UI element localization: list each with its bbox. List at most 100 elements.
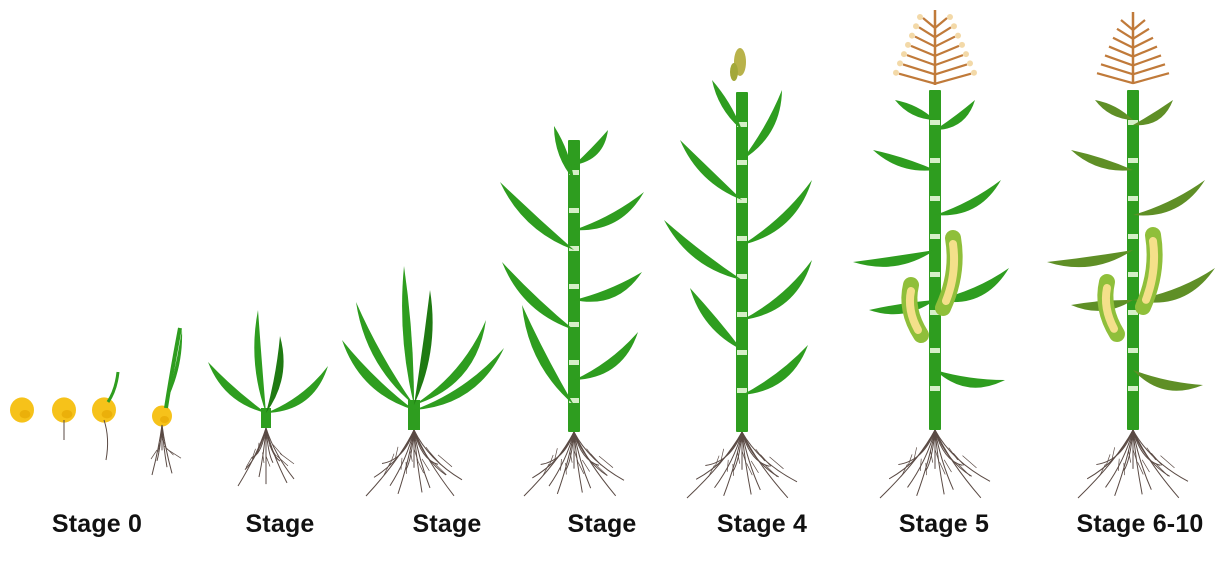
root-hair <box>1118 459 1119 471</box>
pollen <box>955 33 961 39</box>
seed-germination-icon <box>10 328 182 475</box>
stage-label-6: Stage 6-10 <box>1076 510 1203 539</box>
leaf <box>522 305 574 405</box>
seed-shadow <box>62 410 73 418</box>
leaf <box>574 272 642 302</box>
root-hair <box>595 464 607 476</box>
leaf <box>690 288 742 350</box>
stage-label-4: Stage 4 <box>717 510 807 539</box>
tassel-branch <box>1133 64 1165 74</box>
seed-shadow <box>20 410 31 418</box>
stem-node <box>737 198 747 203</box>
leaf <box>574 332 638 380</box>
stem-node <box>930 196 940 201</box>
tassel-branch <box>1117 29 1133 39</box>
stem-node <box>930 158 940 163</box>
root <box>104 420 108 460</box>
tassel-branch <box>1133 47 1157 57</box>
pollen <box>951 23 957 29</box>
stem-node <box>1128 272 1138 277</box>
pollen <box>959 42 965 48</box>
stem-node <box>737 160 747 165</box>
root-hair <box>167 449 181 458</box>
mature-plant-icon <box>1047 12 1215 498</box>
seed <box>10 397 34 422</box>
leaf <box>1133 180 1205 216</box>
tassel-branch <box>1097 73 1133 83</box>
leaf <box>742 260 812 320</box>
flowering-plant-icon <box>853 10 1009 498</box>
leaf <box>935 180 1001 215</box>
stem <box>736 92 748 432</box>
stem-node <box>737 388 747 393</box>
leaf <box>414 290 433 405</box>
pollen <box>947 14 953 20</box>
stem-node <box>1128 234 1138 239</box>
root <box>889 430 935 479</box>
root-hair <box>727 460 728 472</box>
seed <box>52 397 76 422</box>
stem-node <box>569 322 579 327</box>
stem-node <box>569 284 579 289</box>
pollen <box>909 33 915 39</box>
leaf <box>742 345 808 395</box>
tassel-branch <box>935 74 971 84</box>
tassel-branch <box>1133 38 1153 48</box>
stage-label-1: Stage <box>245 510 314 539</box>
tassel-branch <box>935 46 959 56</box>
stem-node <box>569 360 579 365</box>
seed-shadow <box>160 416 169 423</box>
leaf <box>266 336 284 413</box>
stem <box>929 90 941 430</box>
pollen <box>901 51 907 57</box>
stem-node <box>930 120 940 125</box>
stem-node <box>1128 386 1138 391</box>
tassel-branch <box>911 46 935 56</box>
seedling-icon <box>208 310 328 486</box>
stem-node <box>1128 196 1138 201</box>
stem-node <box>930 272 940 277</box>
root-hair <box>401 458 402 470</box>
pollen <box>967 60 973 66</box>
pollen <box>893 70 899 76</box>
vegetative-plant-icon <box>500 126 644 496</box>
stem-node <box>1128 158 1138 163</box>
leaf <box>853 250 935 267</box>
leaf <box>502 262 574 330</box>
pollen <box>897 60 903 66</box>
stem-node <box>930 348 940 353</box>
leaf <box>254 310 266 413</box>
tassel-branch <box>1133 29 1149 39</box>
stage-label-2: Stage <box>412 510 481 539</box>
seed <box>152 406 172 427</box>
pollen <box>963 51 969 57</box>
sprout <box>108 372 118 402</box>
tassel-branch <box>919 27 935 37</box>
tassel-branch <box>899 74 935 84</box>
tassel-branch <box>1133 20 1145 30</box>
tassel-branch <box>935 18 947 28</box>
stem-node <box>737 312 747 317</box>
root-hair <box>765 465 777 477</box>
root-hair <box>920 459 921 471</box>
leaf <box>1047 250 1133 267</box>
leaf <box>500 182 574 250</box>
pollen <box>917 14 923 20</box>
pollen <box>913 23 919 29</box>
root-hair <box>1161 456 1175 468</box>
stem-node <box>1128 348 1138 353</box>
leaf <box>402 266 414 405</box>
tassel-branch <box>907 55 935 65</box>
tassel-branch <box>915 37 935 47</box>
tassel-bud <box>730 63 738 81</box>
stem-node <box>737 350 747 355</box>
leaf <box>935 370 1005 388</box>
root-hair <box>770 457 784 469</box>
stage-label-0: Stage 0 <box>52 510 142 539</box>
tassel-branch <box>923 18 935 28</box>
leaf <box>1133 370 1203 391</box>
root <box>374 430 414 477</box>
root-hair <box>958 464 970 476</box>
stem-node <box>569 208 579 213</box>
leaf <box>1071 150 1133 171</box>
